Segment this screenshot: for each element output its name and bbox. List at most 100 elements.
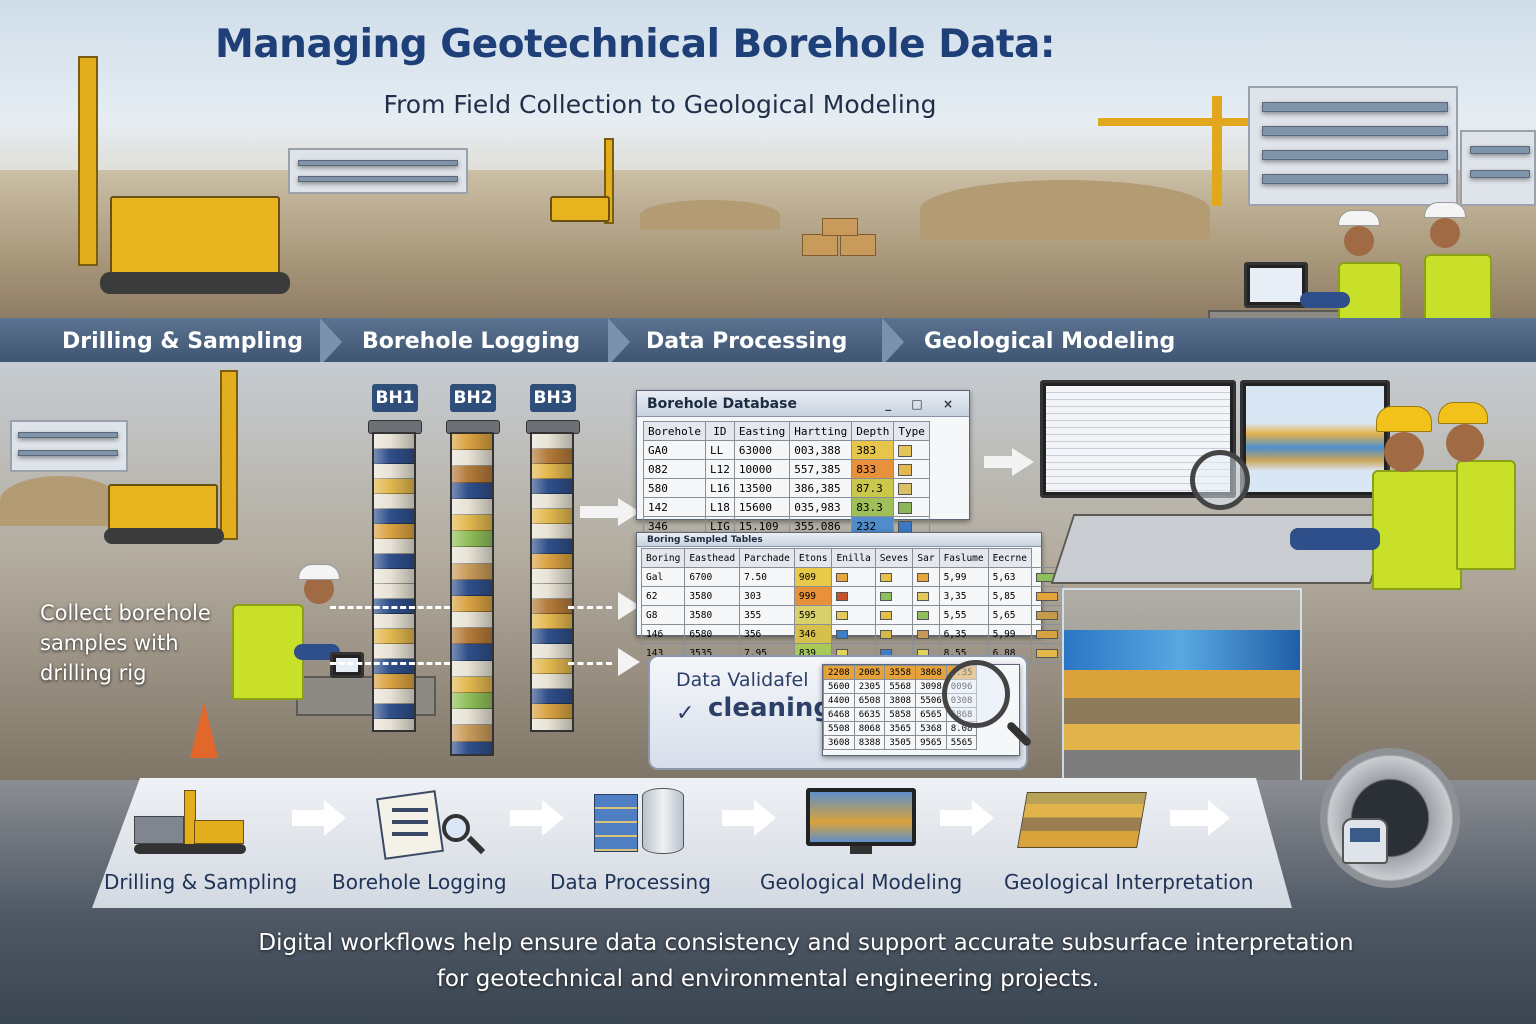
checkmark-icon: ✓ xyxy=(676,701,695,726)
table-cell: 3808 xyxy=(884,693,917,708)
table-cell: 83.3 xyxy=(851,497,895,517)
window-controls-icon[interactable]: _ □ × xyxy=(885,397,961,411)
table-cell: 3565 xyxy=(884,721,917,736)
table-cell: GA0 xyxy=(643,440,706,460)
table-cell: L16 xyxy=(704,478,735,498)
table-cell: 63000 xyxy=(733,440,791,460)
table-cell: 082 xyxy=(643,459,706,479)
column-header: Easting xyxy=(733,421,791,441)
table-cell xyxy=(912,624,940,644)
page-subtitle: From Field Collection to Geological Mode… xyxy=(383,90,937,119)
table-cell: 6565 xyxy=(915,707,947,722)
cleaning-label: cleaning xyxy=(708,693,833,723)
table-cell xyxy=(912,567,940,587)
table-cell: 909 xyxy=(793,567,833,587)
table-cell: 303 xyxy=(739,586,795,606)
sample-swatch xyxy=(879,572,892,582)
drilling-rig xyxy=(110,196,280,276)
column-header: ID xyxy=(704,421,735,441)
sample-swatch xyxy=(917,610,930,620)
borehole-label: BH3 xyxy=(530,384,576,412)
table-cell: 3580 xyxy=(684,605,741,625)
type-swatch xyxy=(898,501,913,514)
office-engineer xyxy=(1372,470,1462,590)
column-header: Depth xyxy=(851,421,895,441)
type-swatch xyxy=(898,520,913,533)
table-cell: 035,983 xyxy=(789,497,853,517)
table-cell: 5,99 xyxy=(987,624,1032,644)
tablet-icon xyxy=(330,652,364,678)
table-cell: 580 xyxy=(643,478,706,498)
table-cell xyxy=(874,624,914,644)
table-cell xyxy=(831,586,876,606)
table-cell: 5858 xyxy=(884,707,917,722)
column-header: Boring xyxy=(640,548,686,568)
drilling-rig xyxy=(108,484,218,532)
distant-building xyxy=(10,420,128,472)
type-swatch xyxy=(898,444,913,457)
drilling-rig-icon xyxy=(134,790,246,856)
stage-banner: Drilling & Sampling Borehole Logging Dat… xyxy=(0,318,1536,366)
chevron-right-icon xyxy=(608,318,630,366)
table-cell: 5,55 xyxy=(938,605,989,625)
table-cell xyxy=(874,567,914,587)
arrow-right-icon xyxy=(618,498,640,526)
clipboard-magnifier-icon xyxy=(375,790,490,860)
tower-crane xyxy=(1212,96,1222,206)
arrow-right-icon xyxy=(618,648,640,676)
sample-swatch xyxy=(917,629,930,639)
table-cell: 833 xyxy=(851,459,895,479)
borehole-core-column xyxy=(450,432,494,756)
office-building xyxy=(1248,86,1458,206)
table-cell xyxy=(1030,643,1063,663)
soil-mound xyxy=(920,180,1210,240)
workflow-step-drilling-sampling: Drilling & Sampling xyxy=(104,870,298,894)
table-cell: 5,63 xyxy=(987,567,1032,587)
sample-swatch xyxy=(1035,610,1058,620)
table-cell: 2005 xyxy=(853,665,886,680)
column-header: Eecrne xyxy=(987,548,1032,568)
table-cell: 999 xyxy=(793,586,833,606)
column-header: Parchade xyxy=(739,548,795,568)
arrow-right-icon xyxy=(618,592,640,620)
train-icon xyxy=(1342,818,1388,864)
column-header: Enilla xyxy=(831,548,876,568)
table-cell: 355.086 xyxy=(789,516,853,536)
table-cell xyxy=(874,605,914,625)
tunnel-icon xyxy=(1320,748,1460,888)
arrow-right-icon xyxy=(972,800,994,836)
table-cell: 6700 xyxy=(684,567,741,587)
table-cell: 5,85 xyxy=(987,586,1032,606)
table-cell: 3505 xyxy=(884,735,917,750)
field-laptop xyxy=(1244,262,1308,308)
table-cell: 5,65 xyxy=(987,605,1032,625)
table-cell: 6580 xyxy=(684,624,741,644)
footer-line-1: Digital workflows help ensure data consi… xyxy=(258,930,1354,956)
sample-swatch xyxy=(917,591,930,601)
sample-swatch xyxy=(1035,648,1058,658)
table-cell: 6508 xyxy=(853,693,886,708)
table-cell: 595 xyxy=(793,605,833,625)
column-header: Easthead xyxy=(684,548,741,568)
arrow-right-icon xyxy=(1012,448,1034,476)
sample-swatch xyxy=(879,629,892,639)
table-cell: 5508 xyxy=(823,721,855,736)
table-cell xyxy=(893,478,930,498)
table-cell: 10000 xyxy=(733,459,791,479)
stage-geological-modeling: Geological Modeling xyxy=(924,329,1176,354)
monitor-model-icon xyxy=(806,788,918,856)
table-cell xyxy=(874,586,914,606)
type-swatch xyxy=(898,463,913,476)
distant-building xyxy=(288,148,468,194)
workflow-step-borehole-logging: Borehole Logging xyxy=(332,870,507,894)
table-cell: 3868 xyxy=(915,665,947,680)
workflow-step-data-processing: Data Processing xyxy=(550,870,711,894)
table-cell xyxy=(831,624,876,644)
